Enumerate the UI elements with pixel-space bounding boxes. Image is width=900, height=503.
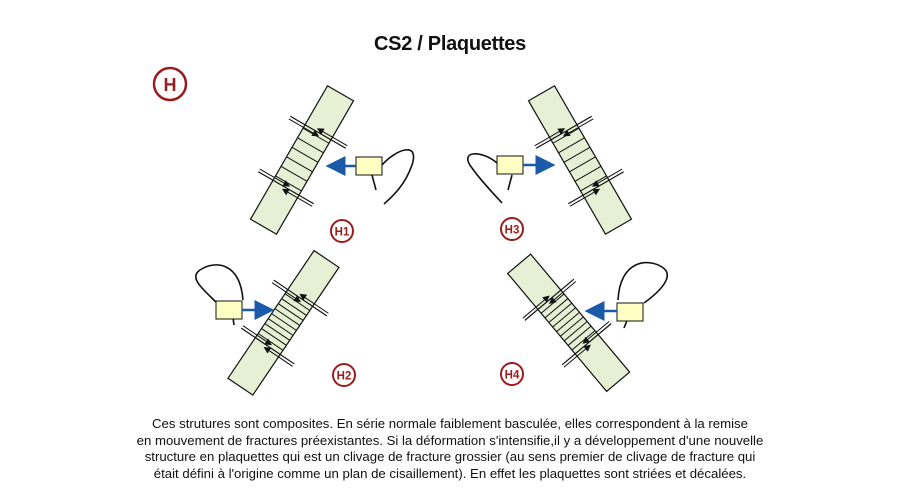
description-line: en mouvement de fractures préexistantes.… (136, 432, 764, 448)
svg-text:H2: H2 (337, 371, 352, 383)
svg-text:H4: H4 (505, 370, 520, 382)
h4-fracture-top (522, 278, 577, 321)
panel-h4: H4 (500, 253, 668, 393)
h3-fracture-top (534, 115, 594, 149)
h3-band (527, 84, 633, 236)
h1-bivalve (355, 148, 415, 205)
h4-band (506, 253, 631, 393)
svg-text:H3: H3 (505, 225, 520, 237)
h2-fracture-top (271, 279, 329, 317)
h4-bivalve (616, 261, 668, 329)
h4-marker: H4 (500, 362, 524, 386)
panel-h1: H1 (249, 84, 415, 243)
panel-h3: H3 (466, 84, 633, 241)
description-line: était défini à l'origine comme un plan d… (153, 465, 747, 481)
main-h-circle (152, 66, 188, 102)
panel-h2: H2 (195, 249, 356, 396)
plaquettes-diagram: H (152, 66, 668, 396)
h3-marker: H3 (500, 217, 524, 241)
main-h-label: H (164, 75, 177, 95)
svg-text:H1: H1 (335, 227, 350, 239)
h1-marker: H1 (330, 219, 354, 243)
description-line: structure en plaquettes qui est un cliva… (144, 449, 756, 465)
main-h-marker: H (152, 66, 188, 102)
h2-band (227, 249, 340, 396)
page-title: CS2 / Plaquettes (374, 33, 526, 55)
h3-bivalve (466, 153, 524, 204)
h1-band (249, 84, 355, 236)
h2-fracture-bottom (240, 325, 295, 367)
description: Ces strutures sont composites. En série … (80, 416, 820, 482)
h2-marker: H2 (332, 363, 356, 387)
h2-bivalve (195, 264, 244, 326)
h3-fracture-bottom (567, 168, 625, 207)
h1-fracture-top (288, 115, 348, 149)
description-line: Ces strutures sont composites. En série … (152, 416, 748, 431)
h1-fracture-bottom (257, 168, 315, 207)
h4-fracture-bottom (561, 320, 612, 368)
